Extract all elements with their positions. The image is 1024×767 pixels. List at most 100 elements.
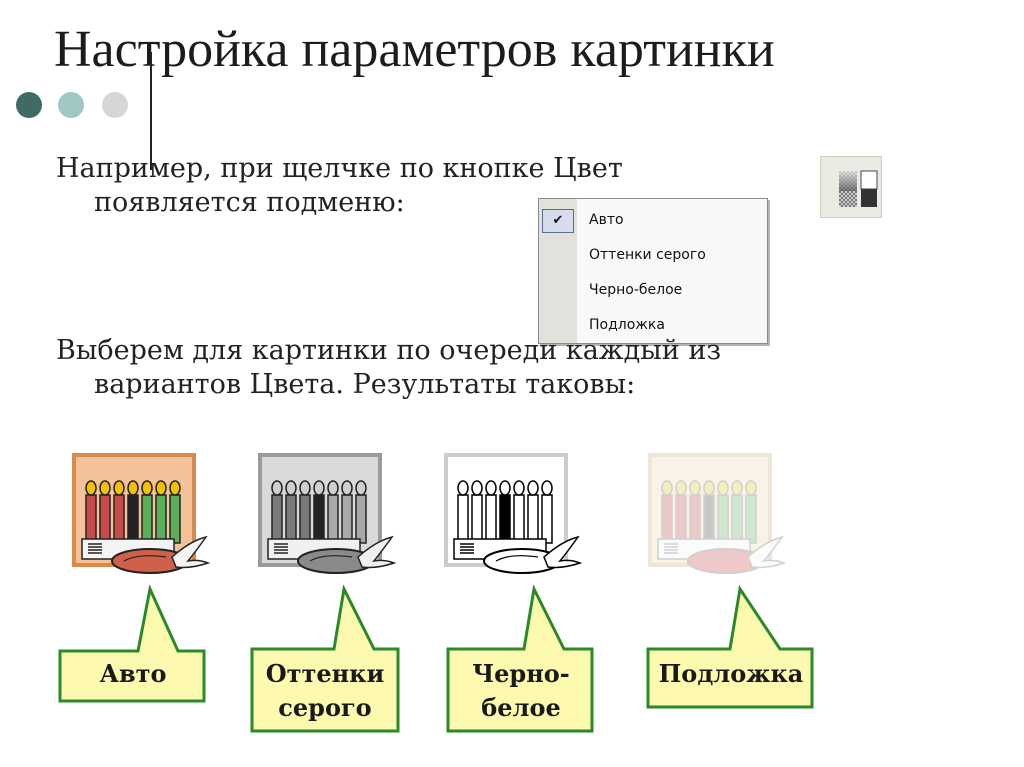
candle-flame (113, 480, 125, 496)
callout-text-line1: Оттенки (265, 659, 385, 688)
callout-label: Черно- белое (446, 657, 596, 725)
paragraph-intro-line2: появляется подменю: (94, 187, 405, 218)
menu-item-label: Черно-белое (589, 282, 683, 298)
candle-flame (485, 480, 497, 496)
candle (703, 494, 715, 544)
decor-dot-gray (102, 92, 128, 118)
paragraph-results-line2: вариантов Цвета. Результаты таковы: (94, 369, 636, 400)
candle (313, 494, 325, 544)
corn-detail (699, 555, 743, 562)
candle-flame (355, 480, 367, 496)
candle (141, 494, 153, 544)
callout-black-white: Черно- белое (446, 585, 596, 735)
paragraph-intro-line1: Например, при щелчке по кнопке Цвет (56, 153, 623, 184)
corn-detail (123, 555, 167, 562)
callout-text: Авто (99, 659, 167, 688)
callout-label: Авто (58, 657, 208, 691)
candle (271, 494, 283, 544)
callout-text-line2: серого (278, 693, 372, 722)
picture-black-white (444, 453, 584, 581)
candle (689, 494, 701, 544)
candle-flame (717, 480, 729, 496)
candle (675, 494, 687, 544)
candle-flame (541, 480, 553, 496)
paragraph-intro: Например, при щелчке по кнопке Цвет появ… (56, 152, 776, 220)
corn-detail (309, 555, 353, 562)
candle (731, 494, 743, 544)
kinara-candles-icon (258, 453, 397, 574)
candle-flame (499, 480, 511, 496)
candle (541, 494, 553, 544)
callout-auto: Авто (58, 585, 208, 705)
candle (527, 494, 539, 544)
candle (661, 494, 673, 544)
candle (717, 494, 729, 544)
menu-item-washout[interactable]: Подложка (539, 310, 767, 340)
decor-dot-teal (16, 92, 42, 118)
callout-text: Подложка (658, 659, 804, 688)
callout-text-line1: Черно- (472, 659, 570, 688)
callout-grayscale: Оттенки серого (250, 585, 400, 735)
kinara-candles-icon (444, 453, 583, 574)
decor-dot-light (58, 92, 84, 118)
candle (457, 494, 469, 544)
picture-grayscale (258, 453, 398, 581)
corn-husk (747, 535, 787, 569)
corn-husk (357, 535, 397, 569)
candle (327, 494, 339, 544)
candle (485, 494, 497, 544)
picture-color (72, 453, 212, 581)
menu-item-label: Подложка (589, 317, 665, 333)
candle-flame (513, 480, 525, 496)
callout-washout: Подложка (646, 585, 816, 710)
candle-flame (313, 480, 325, 496)
candle (99, 494, 111, 544)
candle (499, 494, 511, 544)
candle-flame (341, 480, 353, 496)
menu-item-auto[interactable]: ✔ Авто (539, 205, 767, 235)
candle-flame (745, 480, 757, 496)
callout-text-line2: белое (481, 693, 561, 722)
candle-flame (155, 480, 167, 496)
title-cursor-line (150, 52, 152, 170)
candle (299, 494, 311, 544)
callout-shape (58, 585, 206, 703)
picture-washout (648, 453, 788, 581)
candle-flame (457, 480, 469, 496)
kinara-candles-icon (648, 453, 787, 574)
kinara-candles-icon (72, 453, 211, 574)
candle (513, 494, 525, 544)
candle (127, 494, 139, 544)
candle-flame (731, 480, 743, 496)
menu-item-label: Авто (589, 212, 624, 228)
candle (155, 494, 167, 544)
corn-detail (495, 555, 539, 562)
paragraph-results-line1: Выберем для картинки по очереди каждый и… (56, 335, 722, 366)
menu-item-label: Оттенки серого (589, 247, 706, 263)
menu-item-black-white[interactable]: Черно-белое (539, 275, 767, 305)
candle-flame (85, 480, 97, 496)
candle-flame (285, 480, 297, 496)
candle (355, 494, 367, 544)
callout-shape (446, 585, 594, 733)
callout-label: Оттенки серого (250, 657, 400, 725)
menu-item-grayscale[interactable]: Оттенки серого (539, 240, 767, 270)
candle-flame (675, 480, 687, 496)
candle (285, 494, 297, 544)
candle-flame (99, 480, 111, 496)
candle (341, 494, 353, 544)
callout-shape (646, 585, 814, 709)
paragraph-results: Выберем для картинки по очереди каждый и… (56, 334, 776, 402)
candle-flame (661, 480, 673, 496)
callout-label: Подложка (646, 657, 816, 691)
slide-title: Настройка параметров картинки (54, 21, 775, 78)
candle (113, 494, 125, 544)
candle-flame (471, 480, 483, 496)
candle-flame (271, 480, 283, 496)
candle (471, 494, 483, 544)
corn-husk (543, 535, 583, 569)
candle-flame (689, 480, 701, 496)
candle (169, 494, 181, 544)
color-button[interactable] (820, 156, 882, 218)
candle-flame (169, 480, 181, 496)
